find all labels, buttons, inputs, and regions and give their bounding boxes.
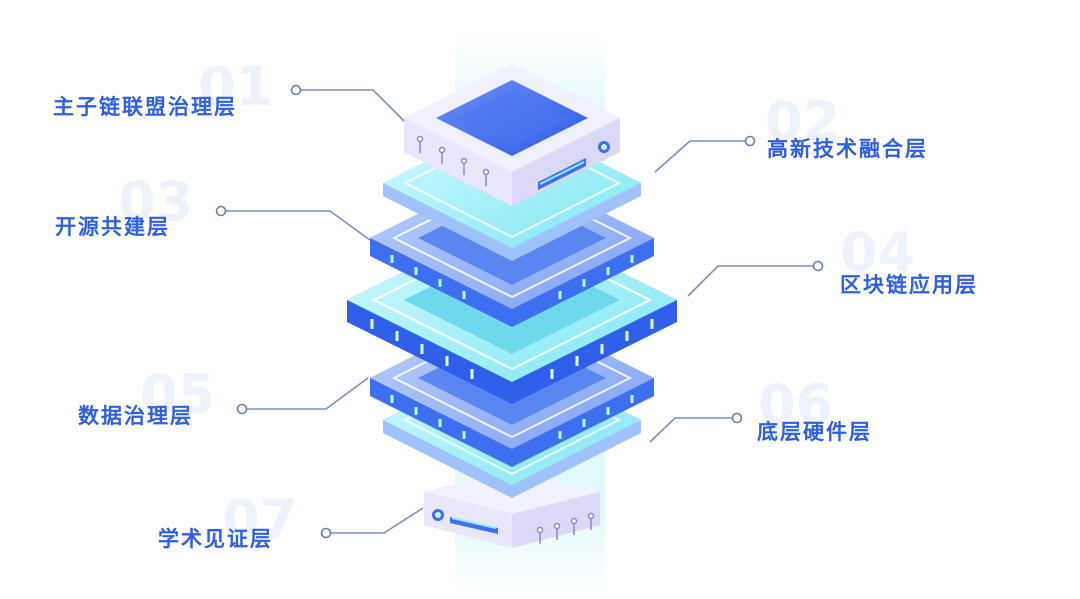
layer-number-05: 05: [140, 363, 216, 426]
layer-label-01: 主子链联盟治理层: [53, 95, 237, 119]
layer-label-03: 开源共建层: [55, 215, 170, 239]
connector-lines: [221, 89, 818, 534]
layer-label-07: 学术见证层: [158, 527, 273, 551]
layer-number-06: 06: [758, 373, 834, 436]
layer-label-04: 区块链应用层: [840, 273, 978, 297]
layer-number-03: 03: [118, 170, 194, 233]
layer-label-06: 底层硬件层: [757, 420, 872, 444]
layer-number-04: 04: [840, 221, 916, 284]
connector-dots: [215, 84, 824, 539]
layer-label-02: 高新技术融合层: [767, 137, 928, 161]
layer-number-01: 01: [198, 55, 274, 118]
server-top-icon: [404, 64, 620, 206]
layer-number-02: 02: [765, 90, 841, 153]
layer-label-05: 数据治理层: [78, 404, 193, 428]
layer-number-07: 07: [222, 488, 298, 551]
